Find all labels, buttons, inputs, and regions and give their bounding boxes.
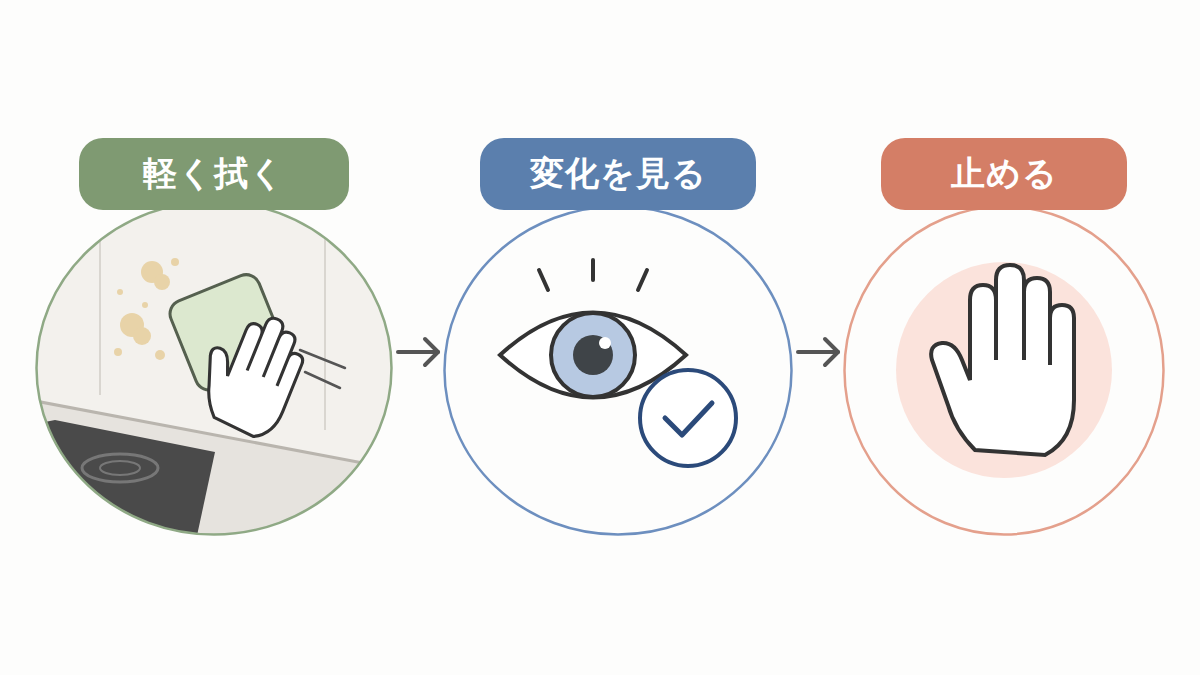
circle-outline [443, 205, 793, 536]
stop-hand-icon [896, 262, 1112, 478]
step-circle: 軽く拭く [35, 138, 393, 538]
step-label-pill: 変化を見る [480, 138, 756, 210]
step-label-pill: 軽く拭く [79, 138, 349, 210]
step-label: 軽く拭く [143, 151, 285, 197]
step-circle: 変化を見る [443, 138, 793, 538]
step-circle: 止める [843, 138, 1165, 538]
circle-outline [35, 200, 393, 536]
step-label: 止める [951, 151, 1058, 197]
flow-arrow [798, 339, 838, 365]
step-label: 変化を見る [530, 151, 707, 197]
circle-outline [843, 205, 1165, 536]
kitchen-scene [30, 195, 400, 545]
eye-icon [500, 260, 736, 466]
step-label-pill: 止める [881, 138, 1127, 210]
flow-arrow [398, 339, 438, 365]
